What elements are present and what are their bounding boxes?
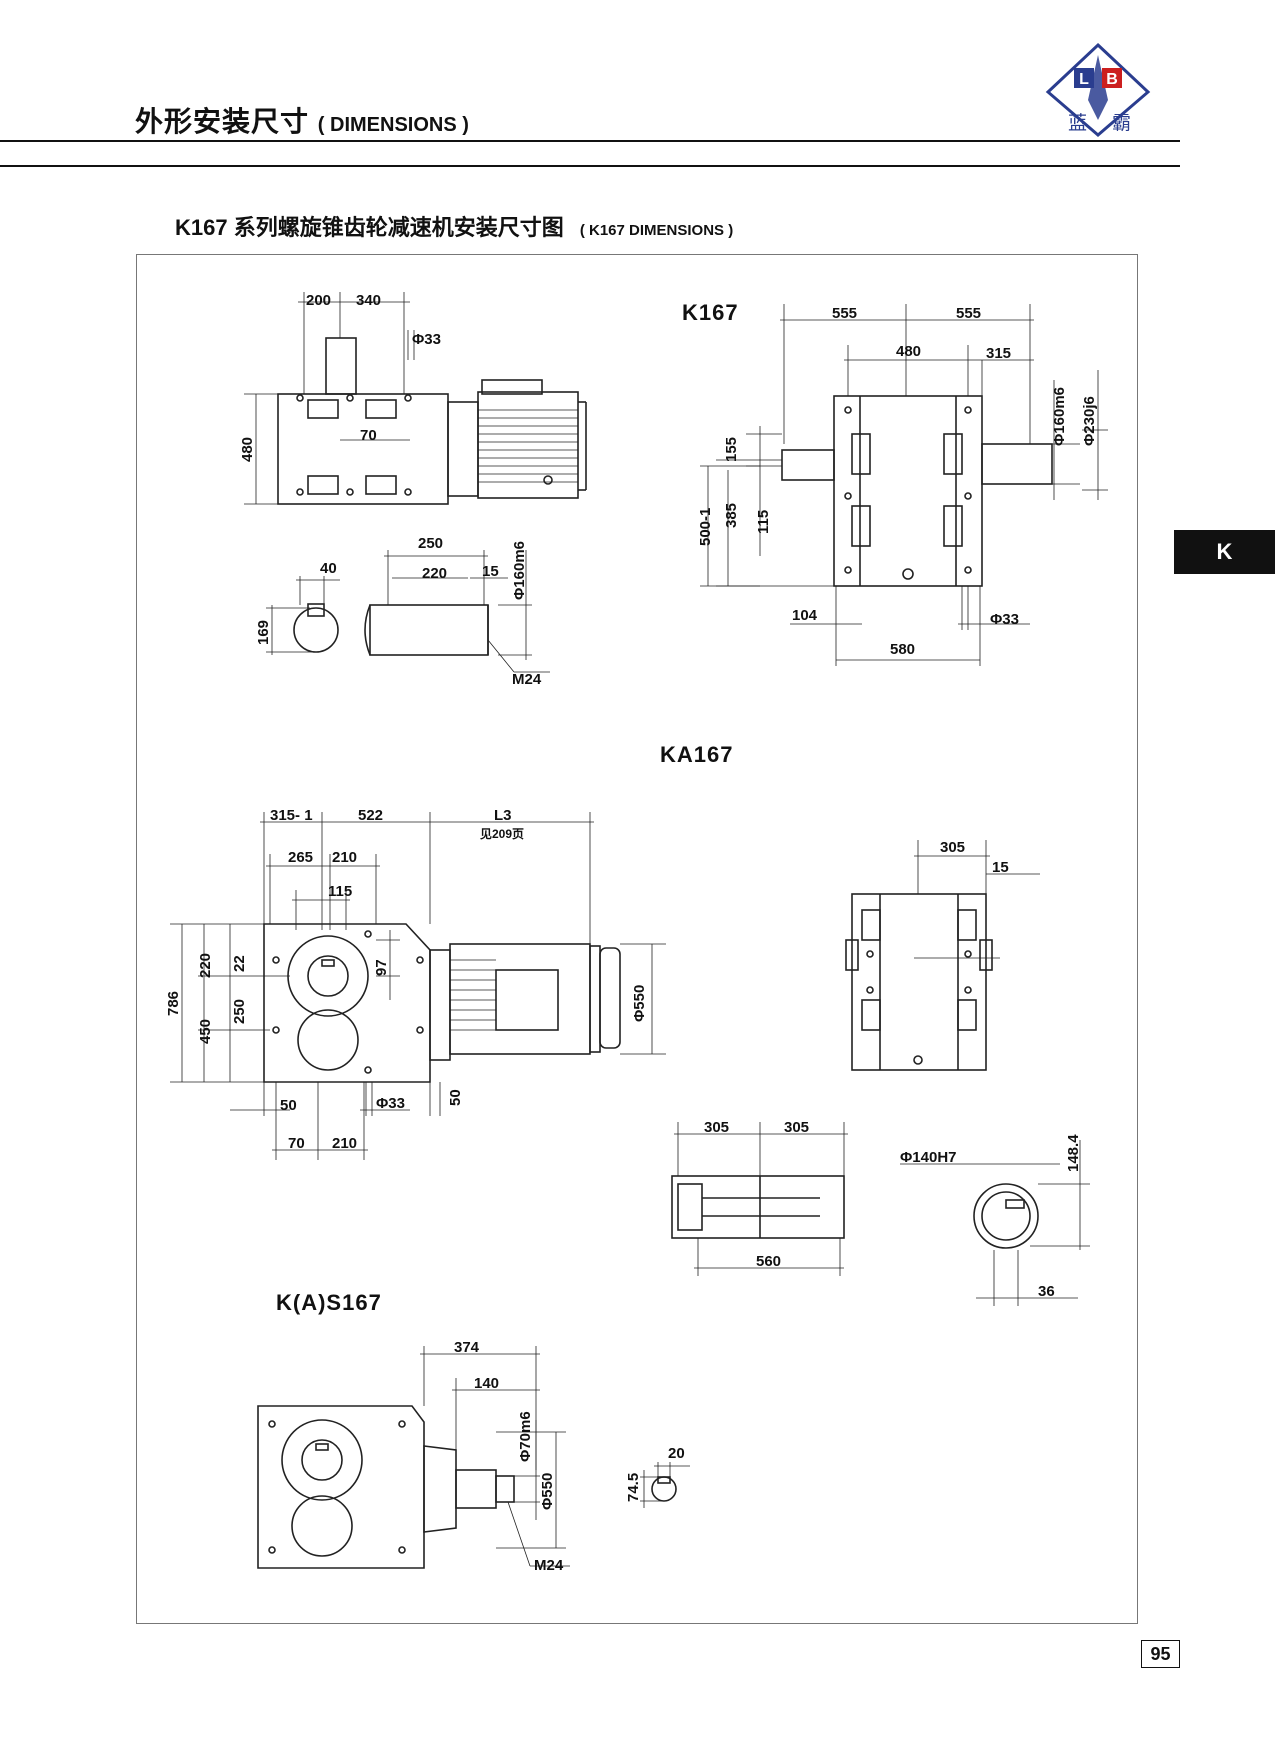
dim-phi33-ka: Φ33 [376,1095,405,1112]
dim-115-side: 115 [755,510,772,534]
dim-50-right: 50 [447,1089,464,1106]
dim-phi160m6-shaft: Φ160m6 [511,541,528,600]
dim-250: 250 [418,535,443,552]
dim-155: 155 [723,437,740,462]
dim-22: 22 [231,955,248,972]
dim-15-side: 15 [992,859,1009,876]
view-label-ka167: KA167 [660,742,734,767]
dim-560: 560 [756,1253,781,1270]
dim-480-side: 480 [896,343,921,360]
dim-220: 220 [422,565,447,582]
dim-786: 786 [165,991,182,1016]
dim-115-ka: 115 [328,883,352,900]
dim-l3: L3 [494,807,512,824]
logo-cn-right: 霸 [1112,112,1132,134]
dim-148-4: 148.4 [1065,1134,1082,1172]
dim-555-left: 555 [832,305,857,322]
dim-500-1: 500-1 [697,508,714,546]
dim-70: 70 [360,427,377,444]
k167-plan-view [244,292,587,505]
dim-522: 522 [358,807,383,824]
dim-phi550-ks: Φ550 [539,1473,556,1510]
dim-340: 340 [356,292,381,309]
hollow-shaft-view [671,1122,1090,1306]
page-title: 外形安装尺寸 ( DIMENSIONS ) [135,100,469,140]
dim-phi33-side: Φ33 [990,611,1019,628]
ks167-view [257,1346,690,1569]
logo-cn-left: 蓝 [1068,112,1088,134]
dim-265: 265 [288,849,313,866]
view-label-ks167: K(A)S167 [276,1290,382,1315]
logo-letter-l: L [1079,71,1089,88]
dim-580: 580 [890,641,915,658]
dim-305-b: 305 [784,1119,809,1136]
section-title: K167 系列螺旋锥齿轮减速机安装尺寸图 ( K167 DIMENSIONS ) [175,210,733,242]
ka167-side-view [845,840,1040,1071]
dim-m24-ks: M24 [534,1557,564,1574]
dim-450: 450 [197,1019,214,1044]
dim-phi550-ka: Φ550 [631,985,648,1022]
k167-side-view [700,304,1108,666]
dim-97: 97 [373,959,390,976]
page-title-en: ( DIMENSIONS ) [317,114,469,136]
dim-200: 200 [306,292,331,309]
view-label-k167: K167 [682,300,739,325]
header-rule-top [0,140,1180,142]
dim-374: 374 [454,1339,480,1356]
dim-480-plan: 480 [239,437,256,462]
ka167-front-view [170,812,666,1160]
drawing-frame [136,254,1138,1624]
dim-315-side: 315 [986,345,1011,362]
dim-385: 385 [723,503,740,528]
dim-305-side: 305 [940,839,965,856]
dim-m24-shaft: M24 [512,671,542,688]
section-title-en: ( K167 DIMENSIONS ) [579,222,734,239]
dim-36: 36 [1038,1283,1055,1300]
dim-40: 40 [320,560,337,577]
section-title-cn: K167 系列螺旋锥齿轮减速机安装尺寸图 [175,215,564,240]
section-tab[interactable]: K [1174,530,1275,574]
dim-210-top: 210 [332,849,357,866]
dim-phi33: Φ33 [412,331,441,348]
dim-250-ka: 250 [231,999,248,1024]
dim-140: 140 [474,1375,499,1392]
dim-555-right: 555 [956,305,981,322]
dim-305-a: 305 [704,1119,729,1136]
dim-104: 104 [792,607,818,624]
k167-shaft-detail [266,550,550,673]
page-number: 95 [1141,1640,1180,1668]
dim-169: 169 [255,620,272,645]
dim-20: 20 [668,1445,685,1462]
dim-50-left: 50 [280,1097,297,1114]
dim-220-ka: 220 [197,953,214,978]
logo-letter-b: B [1106,71,1118,88]
dim-phi140h7: Φ140H7 [900,1149,957,1166]
header-rule-bottom [0,165,1180,167]
dim-210-bottom: 210 [332,1135,357,1152]
brand-logo: L B 蓝 霸 [1038,40,1158,140]
dim-phi70m6: Φ70m6 [517,1411,534,1462]
dim-74-5: 74.5 [625,1473,642,1502]
dim-l3-note: 见209页 [480,827,524,841]
dim-phi160m6-side: Φ160m6 [1051,387,1068,446]
dim-phi230j6: Φ230j6 [1081,396,1098,446]
dim-15: 15 [482,563,499,580]
dim-70-ka: 70 [288,1135,305,1152]
dim-315-1: 315- 1 [270,807,313,824]
page-title-cn: 外形安装尺寸 [135,106,310,137]
